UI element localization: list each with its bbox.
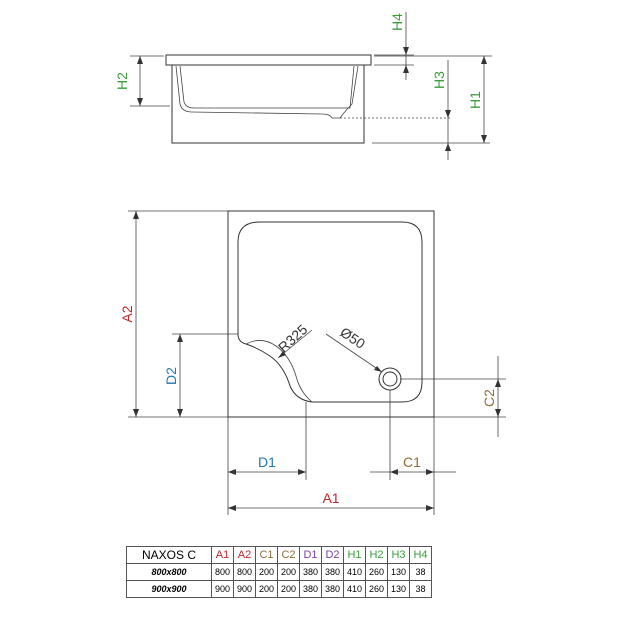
table-cell: 200 xyxy=(255,563,278,581)
c1-label: C1 xyxy=(403,454,421,470)
side-view: H2 H4 H3 H1 xyxy=(114,12,492,160)
tray-basin xyxy=(237,221,423,403)
spec-table: NAXOS C A1 A2 C1 C2 D1 D2 H1 H2 H3 H4 80… xyxy=(126,546,432,598)
row-size: 800x800 xyxy=(126,563,212,581)
tray-inner-line xyxy=(179,65,355,109)
drain-outer xyxy=(378,367,402,391)
col-h4: H4 xyxy=(409,546,432,564)
a1-label: A1 xyxy=(322,490,339,506)
corner-seat-curve xyxy=(245,340,313,403)
top-view: R325 Ø50 A2 D2 C2 D1 xyxy=(119,210,506,515)
table-cell: 800 xyxy=(233,563,256,581)
col-a1: A1 xyxy=(211,546,234,564)
h3-label: H3 xyxy=(431,71,447,89)
h2-label: H2 xyxy=(114,72,130,90)
d1-label: D1 xyxy=(258,454,276,470)
radius-label: R325 xyxy=(275,321,311,355)
drain-inner xyxy=(382,371,398,387)
table-cell: 800 xyxy=(211,563,234,581)
tray-inner-profile xyxy=(175,65,359,119)
table-cell: 900 xyxy=(233,580,256,598)
spec-header-row: NAXOS C A1 A2 C1 C2 D1 D2 H1 H2 H3 H4 xyxy=(126,546,432,564)
col-c2: C2 xyxy=(277,546,300,564)
table-cell: 380 xyxy=(299,563,322,581)
table-row: 800x800 800 800 200 200 380 380 410 260 … xyxy=(126,563,432,581)
table-cell: 200 xyxy=(255,580,278,598)
row-size: 900x900 xyxy=(126,580,212,598)
diameter-leader xyxy=(325,333,383,373)
col-a2: A2 xyxy=(233,546,256,564)
table-cell: 130 xyxy=(387,563,410,581)
table-cell: 200 xyxy=(277,580,300,598)
table-cell: 380 xyxy=(321,580,344,598)
model-name: NAXOS C xyxy=(126,546,212,564)
table-cell: 380 xyxy=(299,580,322,598)
table-cell: 410 xyxy=(343,580,366,598)
c2-label: C2 xyxy=(481,389,497,407)
d2-label: D2 xyxy=(163,367,179,385)
col-h3: H3 xyxy=(387,546,410,564)
col-h2: H2 xyxy=(365,546,388,564)
col-d1: D1 xyxy=(299,546,322,564)
table-cell: 380 xyxy=(321,563,344,581)
table-cell: 260 xyxy=(365,580,388,598)
table-cell: 200 xyxy=(277,563,300,581)
table-cell: 900 xyxy=(211,580,234,598)
table-cell: 130 xyxy=(387,580,410,598)
a2-label: A2 xyxy=(119,305,135,322)
h1-label: H1 xyxy=(467,91,483,109)
tray-body xyxy=(171,64,365,144)
diameter-label: Ø50 xyxy=(337,324,368,352)
table-cell: 410 xyxy=(343,563,366,581)
col-d2: D2 xyxy=(321,546,344,564)
table-row: 900x900 900 900 200 200 380 380 410 260 … xyxy=(126,580,432,598)
table-cell: 260 xyxy=(365,563,388,581)
table-cell: 38 xyxy=(409,580,432,598)
table-cell: 38 xyxy=(409,563,432,581)
tray-rim xyxy=(165,54,372,66)
h4-label: H4 xyxy=(389,13,405,31)
tray-outline xyxy=(227,210,435,418)
col-c1: C1 xyxy=(255,546,278,564)
col-h1: H1 xyxy=(343,546,366,564)
